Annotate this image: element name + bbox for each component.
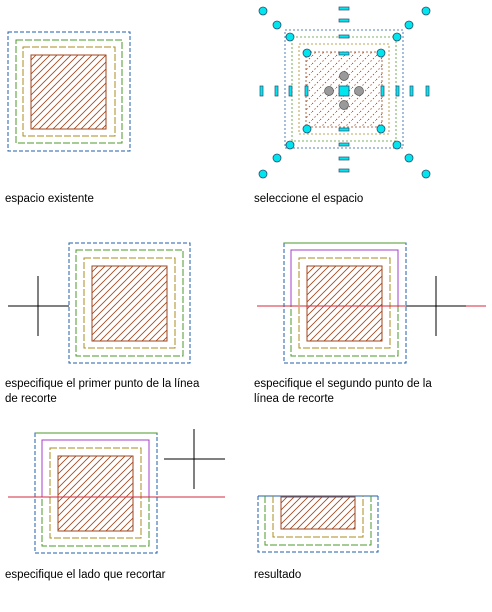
hatched-area — [306, 265, 383, 342]
grip-handle[interactable] — [425, 85, 430, 97]
grip-handle[interactable] — [338, 168, 350, 173]
green-boundary — [15, 39, 123, 144]
panel-select-space — [258, 6, 431, 179]
grip-handle[interactable] — [421, 169, 431, 179]
grip-handle[interactable] — [392, 32, 402, 42]
grip-handle[interactable] — [338, 34, 350, 39]
grip-handle[interactable] — [274, 85, 279, 97]
purple-boundary — [41, 439, 150, 497]
rotate-grip[interactable] — [339, 71, 349, 81]
olive-boundary — [272, 496, 364, 538]
grip-handle[interactable] — [272, 20, 282, 30]
caption-line: de recorte — [5, 393, 57, 405]
grip-handle[interactable] — [285, 140, 295, 150]
grip-handle[interactable] — [392, 140, 402, 150]
grip-handle[interactable] — [338, 6, 350, 11]
grip-handle[interactable] — [288, 85, 293, 97]
rotate-grip[interactable] — [339, 100, 349, 110]
outer-boundary — [7, 31, 131, 152]
caption-first-point: especifique el primer punto de la línea … — [5, 377, 199, 407]
grip-handle[interactable] — [421, 6, 431, 16]
grip-handle[interactable] — [258, 6, 268, 16]
rotate-grip[interactable] — [324, 86, 334, 96]
olive-boundary — [298, 257, 391, 349]
caption-existing-space: espacio existente — [5, 193, 94, 205]
center-grips[interactable] — [324, 71, 364, 110]
grip-handle[interactable] — [285, 32, 295, 42]
olive-boundary — [83, 257, 176, 349]
caption-second-point: especifique el segundo punto de la línea… — [254, 377, 432, 407]
olive-boundary — [49, 447, 142, 539]
grip-handle[interactable] — [376, 48, 386, 58]
edge-grips[interactable] — [259, 6, 430, 173]
grip-handle[interactable] — [258, 169, 268, 179]
caption-select-space: seleccione el espacio — [254, 193, 364, 205]
grip-handle[interactable] — [302, 48, 312, 58]
olive-boundary — [22, 46, 116, 137]
grip-handle[interactable] — [404, 153, 414, 163]
caption-result: resultado — [254, 569, 302, 581]
grip-handle[interactable] — [272, 153, 282, 163]
rotate-grip[interactable] — [354, 86, 364, 96]
panel-existing-space — [7, 31, 131, 152]
crosshair-cursor — [164, 429, 225, 489]
outer-boundary — [68, 242, 191, 364]
hatched-area — [30, 54, 107, 130]
crosshair-cursor — [8, 276, 69, 336]
hatched-area — [91, 265, 168, 342]
caption-line: especifique el primer punto de la línea — [5, 378, 200, 390]
grip-handle[interactable] — [395, 85, 400, 97]
outer-boundary — [257, 496, 379, 553]
grip-handle[interactable] — [304, 85, 309, 97]
panel-second-point — [257, 242, 486, 364]
grip-handle[interactable] — [302, 124, 312, 134]
caption-line: línea de recorte — [254, 393, 334, 405]
grip-handle[interactable] — [404, 20, 414, 30]
hatched-area — [280, 496, 356, 530]
caption-line: especifique el segundo punto de la — [254, 378, 432, 390]
panel-side-to-trim — [8, 429, 225, 554]
grip-handle[interactable] — [338, 127, 350, 132]
caption-side-to-trim: especifique el lado que recortar — [5, 569, 166, 581]
grip-handle[interactable] — [338, 156, 350, 161]
grip-handle[interactable] — [409, 85, 414, 97]
grip-handle[interactable] — [338, 51, 350, 56]
olive-boundary-selected — [298, 43, 390, 135]
center-grip[interactable] — [338, 85, 350, 97]
grip-handle[interactable] — [338, 142, 350, 147]
green-boundary — [264, 496, 372, 546]
panel-first-point — [8, 242, 191, 364]
corner-grips[interactable] — [258, 6, 431, 179]
grip-handle[interactable] — [380, 85, 385, 97]
outer-boundary-selected — [284, 29, 404, 149]
crosshair-cursor — [406, 276, 466, 336]
purple-boundary — [290, 249, 399, 306]
grip-handle[interactable] — [376, 124, 386, 134]
grip-handle[interactable] — [259, 85, 264, 97]
panel-result — [257, 495, 379, 553]
hatched-area — [57, 455, 134, 532]
grip-handle[interactable] — [338, 18, 350, 23]
green-boundary — [75, 249, 184, 357]
